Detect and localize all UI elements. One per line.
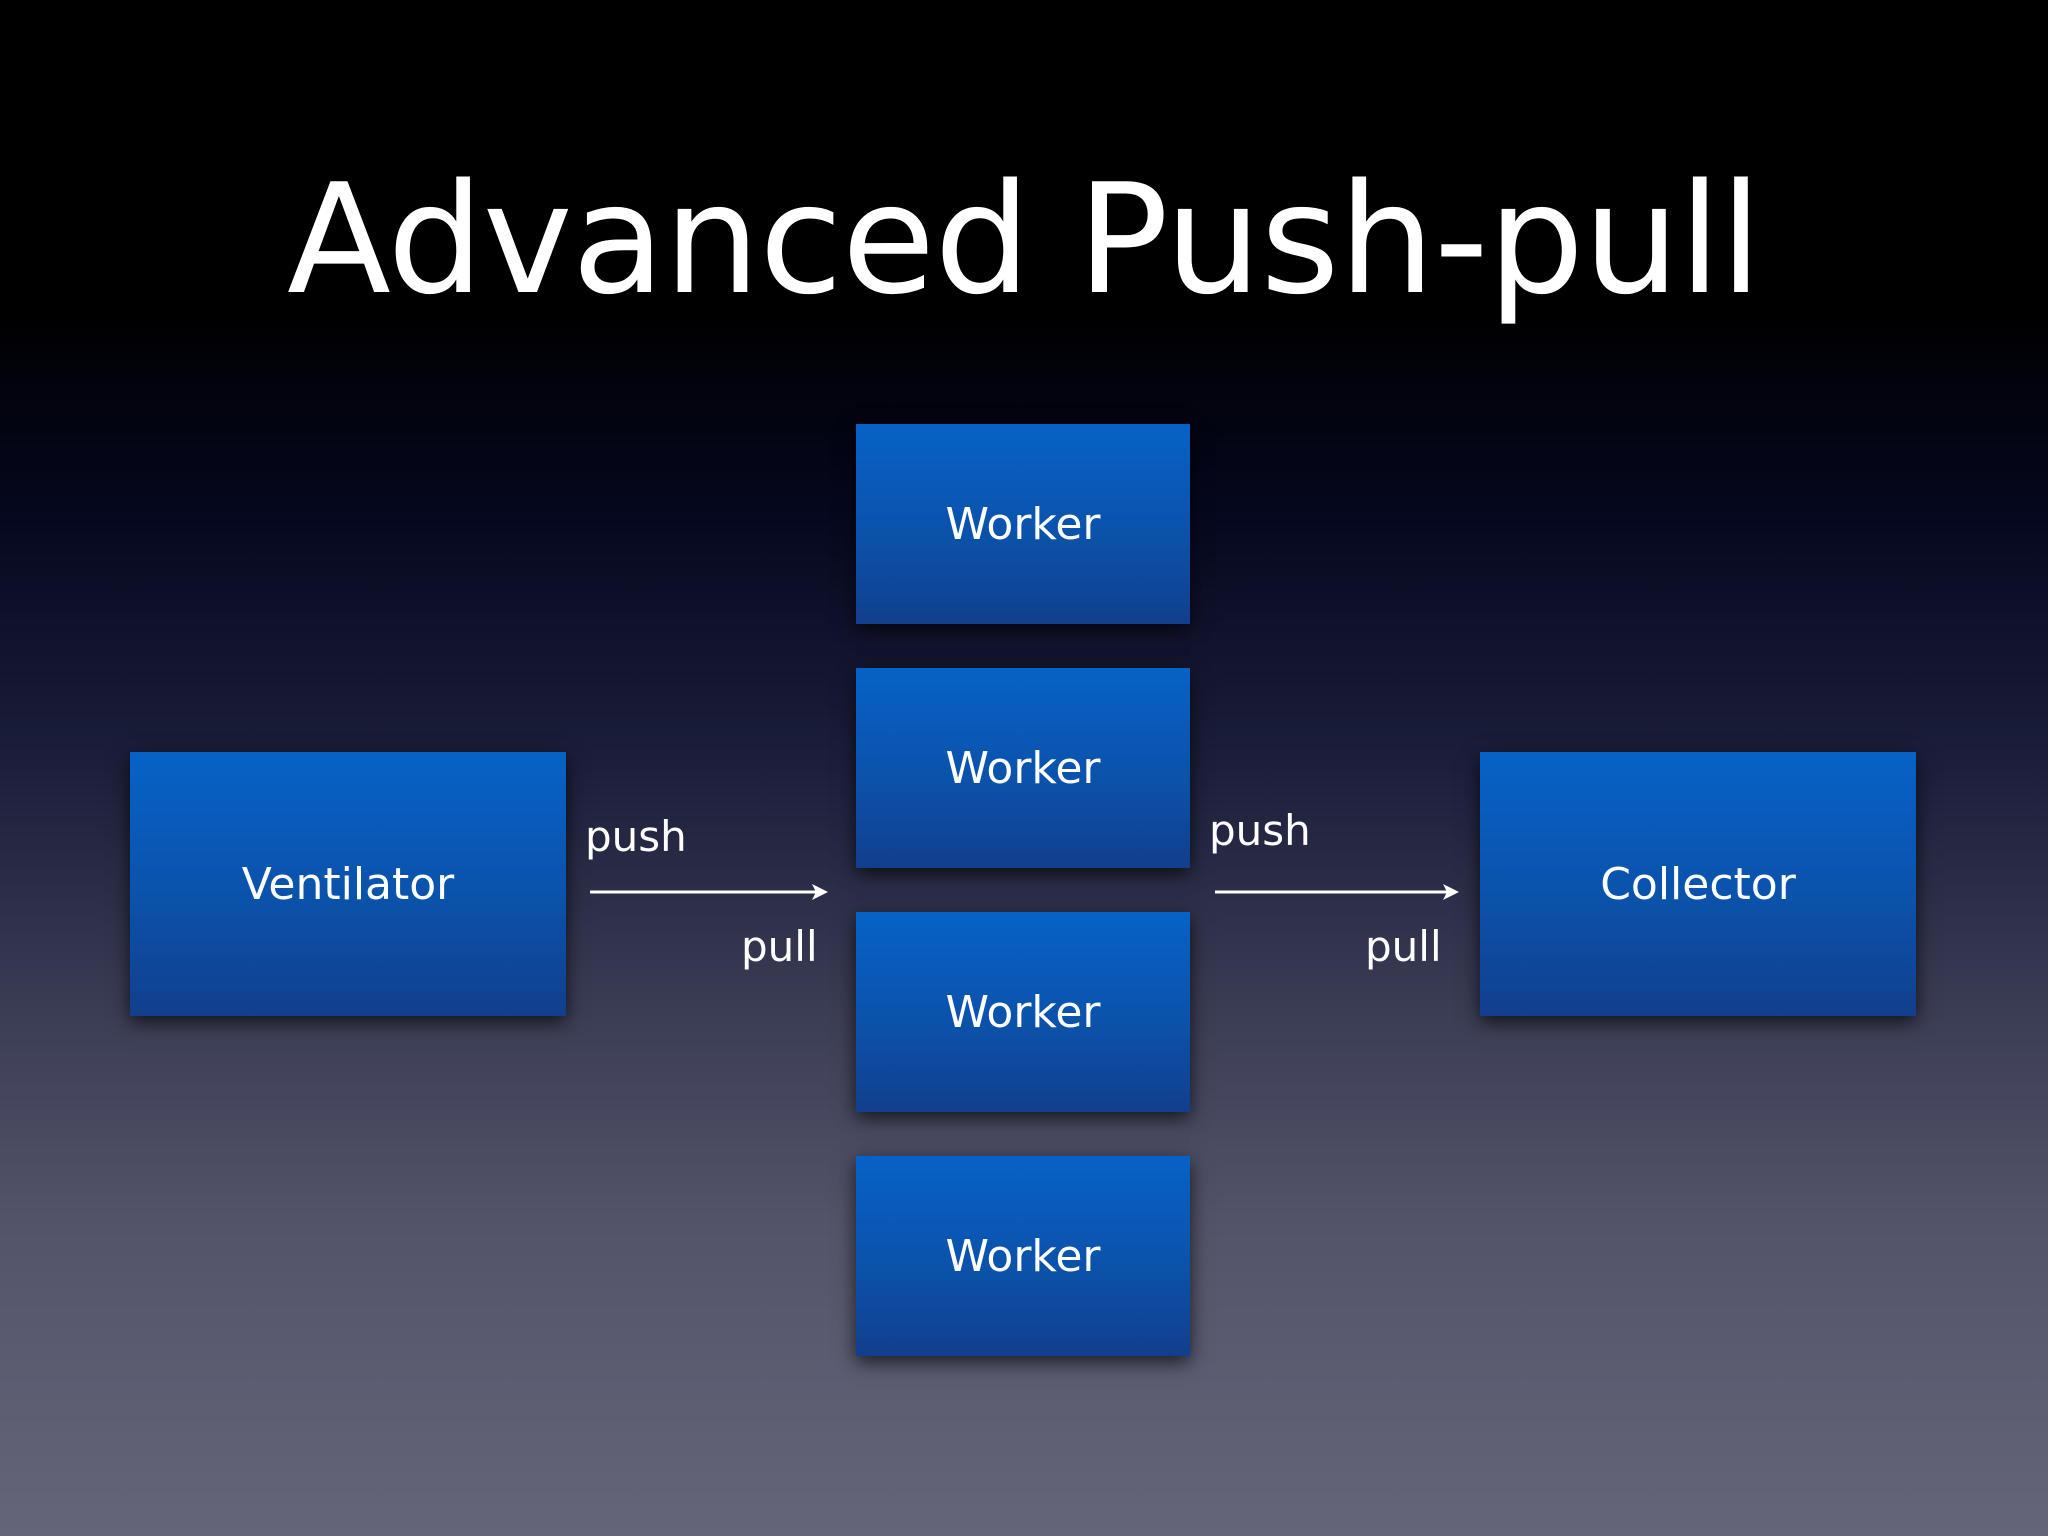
worker-label: Worker [945, 986, 1101, 1038]
worker-box: Worker [856, 1156, 1190, 1356]
slide-title: Advanced Push-pull [286, 151, 1762, 328]
edge-pull-label: pull [741, 922, 818, 971]
worker-label: Worker [945, 498, 1101, 550]
collector-label: Collector [1600, 858, 1796, 910]
ventilator-to-workers-arrow [590, 884, 828, 900]
workers-to-collector-arrow [1215, 884, 1459, 900]
worker-box: Worker [856, 668, 1190, 868]
edge-push-label: push [1209, 806, 1311, 855]
edge-pull-label: pull [1365, 922, 1442, 971]
ventilator-box: Ventilator [130, 752, 566, 1016]
worker-box: Worker [856, 424, 1190, 624]
ventilator-label: Ventilator [241, 858, 455, 910]
worker-label: Worker [945, 742, 1101, 794]
worker-box: Worker [856, 912, 1190, 1112]
edge-push-label: push [585, 812, 687, 861]
collector-box: Collector [1480, 752, 1916, 1016]
worker-label: Worker [945, 1230, 1101, 1282]
